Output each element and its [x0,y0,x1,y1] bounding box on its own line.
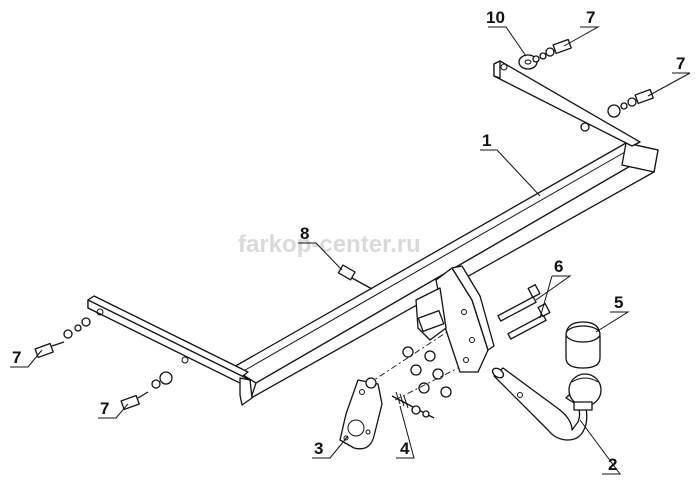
callout-7-right: 7 [676,54,685,73]
callout-7-left-lower: 7 [100,399,109,418]
callout-10: 10 [486,8,505,27]
callout-6: 6 [554,257,563,276]
socket-plate [339,377,383,450]
callout-4: 4 [400,439,410,458]
ball-cap [565,321,601,369]
watermark-text: farkop-center.ru [238,231,421,258]
bolt-set-right [607,88,654,118]
large-washer [518,54,540,70]
callout-8: 8 [300,224,309,243]
bolt-hole [181,356,189,364]
bolt-hole [580,122,590,132]
bolt-set-top [539,38,572,60]
hitch-mount-bracket [415,265,495,373]
bolt-set-left-lower [120,371,173,411]
bolt-set-left-upper [34,317,91,359]
callout-3: 3 [314,439,323,458]
bolt-hole [96,308,104,316]
tow-ball-neck [491,367,602,441]
bracket-nuts [402,346,452,398]
bolt-8 [337,264,373,290]
callout-2: 2 [608,455,617,474]
callout-7-left-upper: 7 [12,348,21,367]
bolt-pair [497,284,551,340]
bolt-spring-washer [391,391,435,419]
bolt-hole [500,63,508,71]
callout-1: 1 [482,131,491,150]
callout-5: 5 [614,293,623,312]
leader-lines [10,26,691,475]
callout-7-top: 7 [586,8,595,27]
